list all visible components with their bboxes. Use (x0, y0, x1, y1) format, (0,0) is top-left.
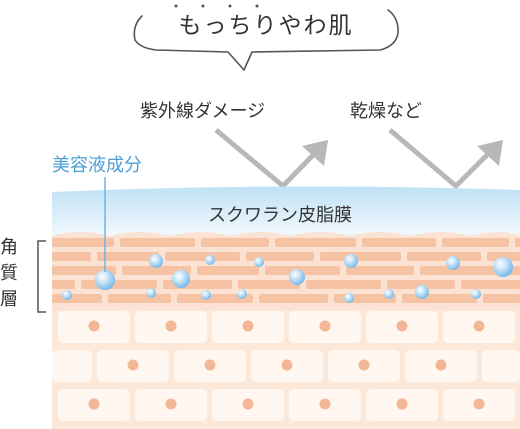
ingredient-droplet (205, 255, 215, 265)
cell-nucleus (242, 398, 254, 410)
cell-nucleus (165, 398, 177, 410)
corneum-cell (306, 280, 381, 289)
squalane-film (52, 186, 520, 236)
corneum-cell (259, 294, 328, 303)
emphasis-dots (174, 4, 259, 8)
ingredient-droplet (446, 256, 460, 270)
ingredient-droplet (415, 285, 429, 299)
cell-nucleus (127, 359, 139, 371)
ingredient-droplet (493, 257, 513, 277)
corneum-cell (120, 238, 195, 247)
cell-nucleus (88, 320, 100, 332)
ingredient-droplet (237, 289, 247, 299)
corneum-cell (177, 294, 253, 303)
stratum-corneum-bracket (37, 240, 46, 313)
corneum-cell (483, 294, 520, 303)
cell-nucleus (319, 398, 331, 410)
ingredient-droplets (62, 254, 513, 303)
cell-nucleus (165, 320, 177, 332)
corneum-cell (442, 238, 509, 247)
stratum-corneum-char: 質 (0, 263, 18, 284)
corneum-cell (265, 266, 340, 275)
living-cell (52, 350, 92, 382)
cell-nucleus (242, 320, 254, 332)
corneum-cell (346, 266, 414, 275)
corneum-cell (487, 252, 520, 261)
ingredient-droplet (62, 290, 72, 300)
squalane-film-label: スクワラン皮脂膜 (208, 205, 352, 226)
cell-nucleus (88, 398, 100, 410)
ingredient-droplet (471, 289, 481, 299)
lower-cells (52, 311, 520, 421)
cell-nucleus (396, 320, 408, 332)
ingredient-droplet (384, 289, 394, 299)
dryness-label: 乾燥など (350, 101, 422, 122)
cell-nucleus (358, 359, 370, 371)
corneum-cell (402, 294, 477, 303)
ingredient-droplet (344, 254, 358, 268)
title-speech-bubble (133, 9, 399, 71)
ingredient-label: 美容液成分 (52, 155, 142, 176)
dryness-bounce-arrow (388, 128, 503, 190)
ingredient-droplet (146, 288, 156, 298)
cell-nucleus (281, 359, 293, 371)
cell-nucleus (435, 359, 447, 371)
uv-damage-label: 紫外線ダメージ (140, 101, 265, 122)
corneum-cell (52, 252, 91, 261)
stratum-corneum-char: 角 (0, 237, 18, 258)
corneum-cell (238, 280, 300, 289)
corneum-cell (52, 238, 114, 247)
corneum-cell (52, 280, 75, 289)
corneum-cell (461, 280, 520, 289)
cell-nucleus (396, 398, 408, 410)
corneum-cell (81, 280, 157, 289)
corneum-cell (122, 266, 191, 275)
corneum-cell (407, 252, 481, 261)
ingredient-droplet (201, 290, 211, 300)
corneum-cell (387, 280, 455, 289)
corneum-cell (108, 294, 171, 303)
ingredient-droplet (172, 270, 190, 288)
corneum-cell (246, 252, 314, 261)
title-text: もっちりやわ肌 (179, 13, 354, 39)
corneum-cell (420, 266, 501, 275)
cell-nucleus (319, 320, 331, 332)
cell-nucleus (204, 359, 216, 371)
corneum-cell (320, 252, 401, 261)
cell-nucleus (473, 398, 485, 410)
stratum-corneum-char: 層 (0, 289, 18, 310)
corneum-cell (197, 266, 259, 275)
corneum-cell (275, 238, 356, 247)
corneum-cell (515, 238, 520, 247)
ingredient-droplet (289, 269, 305, 285)
ingredient-droplet (344, 293, 354, 303)
corneum-cell (97, 252, 159, 261)
stratum-corneum-label: 角質層 (0, 237, 18, 310)
uv-bounce-arrow (214, 128, 328, 190)
ingredient-droplet (254, 257, 264, 267)
living-cell (482, 350, 520, 382)
corneum-cell (362, 238, 436, 247)
cell-nucleus (473, 320, 485, 332)
corneum-cell (165, 252, 240, 261)
corneum-cell (52, 294, 102, 303)
corneum-cell (201, 238, 269, 247)
ingredient-droplet (95, 270, 115, 290)
ingredient-droplet (149, 254, 163, 268)
